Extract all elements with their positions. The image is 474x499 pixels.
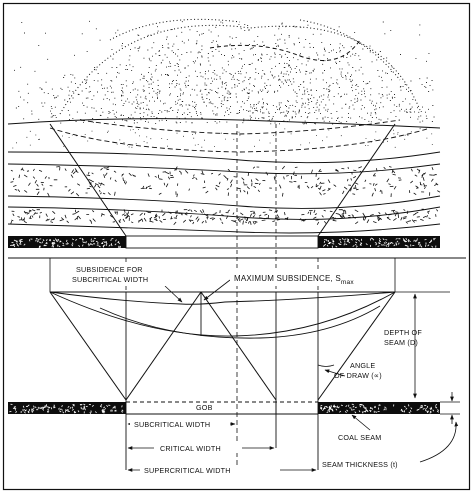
subcritical-subsidence-leader [164,285,183,303]
strata-line-4 [7,206,441,220]
gob-label: GOB [196,403,213,412]
coal-seam-label: COAL SEAM [338,433,381,442]
coal-seam-left-upper [8,236,126,248]
outer-frame [2,2,471,491]
max-subsidence-label-text: MAXIMUM SUBSIDENCE, S [234,274,341,283]
label-bg-supercrit [140,465,280,475]
max-subsidence-leader [203,279,231,301]
subsidence-subcritical-label-line1: SUBSIDENCE FOR [76,265,143,274]
draw-line-right-upper [317,123,396,237]
seam-texture-lower [9,403,439,415]
label-bg-subcrit [130,419,230,429]
label-bg-max [230,270,380,286]
label-bg-subsidence [70,264,170,286]
upper-cross-section [7,18,441,249]
strata-dashes [10,127,441,226]
lower-schematic [8,124,460,472]
ground-surface-line [7,118,441,129]
draw-line-left [49,291,127,401]
max-subsidence-label: MAXIMUM SUBSIDENCE, Smax [234,274,354,286]
subcritical-triangle-left [125,291,202,401]
strata-line-1 [7,151,441,164]
dotted-arch-inner-right [299,19,401,81]
coal-seam-right-upper [318,236,440,248]
subsidence-subcritical-label-line2: SUBCRITICAL WIDTH [72,275,148,284]
angle-leader [324,369,346,377]
strata-line-2 [7,163,441,175]
draw-line-right [317,291,396,401]
subcritical-triangle-right [200,291,277,401]
depth-label-line2: SEAM (D) [384,338,418,347]
max-subsidence-label-subscript: max [341,279,354,286]
subcritical-width-label: SUBCRITICAL WIDTH [134,420,210,429]
angle-label-line1: ANGLE [350,361,375,370]
dashed-arch-inner [209,39,361,61]
label-bg-crit [154,443,242,453]
thickness-leader-curve [419,421,459,463]
subsided-surface-dashed-curve-2 [79,119,401,135]
speckle-texture [14,20,435,125]
subcritical-subsidence-curve [49,291,396,305]
coal-seam-left [8,402,126,414]
extracted-panel-upper [125,235,319,249]
speckle-dots [14,20,435,125]
max-subsidence-curve [49,291,396,337]
critical-width-label: CRITICAL WIDTH [160,444,221,453]
seam-thickness-label: SEAM THICKNESS (t) [322,460,398,469]
angle-of-draw-arc [317,364,335,367]
coal-seam-leader [351,414,371,431]
supercritical-width-label: SUPERCRITICAL WIDTH [144,466,231,475]
strata-line-3 [7,195,441,209]
angle-label-line2: OF DRAW (∝) [334,371,382,380]
supercritical-subsidence-curve [99,305,381,339]
draw-line-left-upper [49,123,127,237]
coal-flecks-upper [10,237,437,248]
subsided-surface-dashed-curve [49,127,431,153]
dotted-arch-outer [59,24,421,115]
dotted-arch-inner-left [109,18,241,41]
diagram-labels: SUBSIDENCE FOR SUBCRITICAL WIDTH MAXIMUM… [70,264,422,475]
coal-flecks-lower [9,403,439,415]
depth-label-line1: DEPTH OF [384,328,422,337]
strata-line-5 [7,223,441,234]
strata-dash-texture [10,127,441,226]
seam-texture-upper [10,237,437,248]
